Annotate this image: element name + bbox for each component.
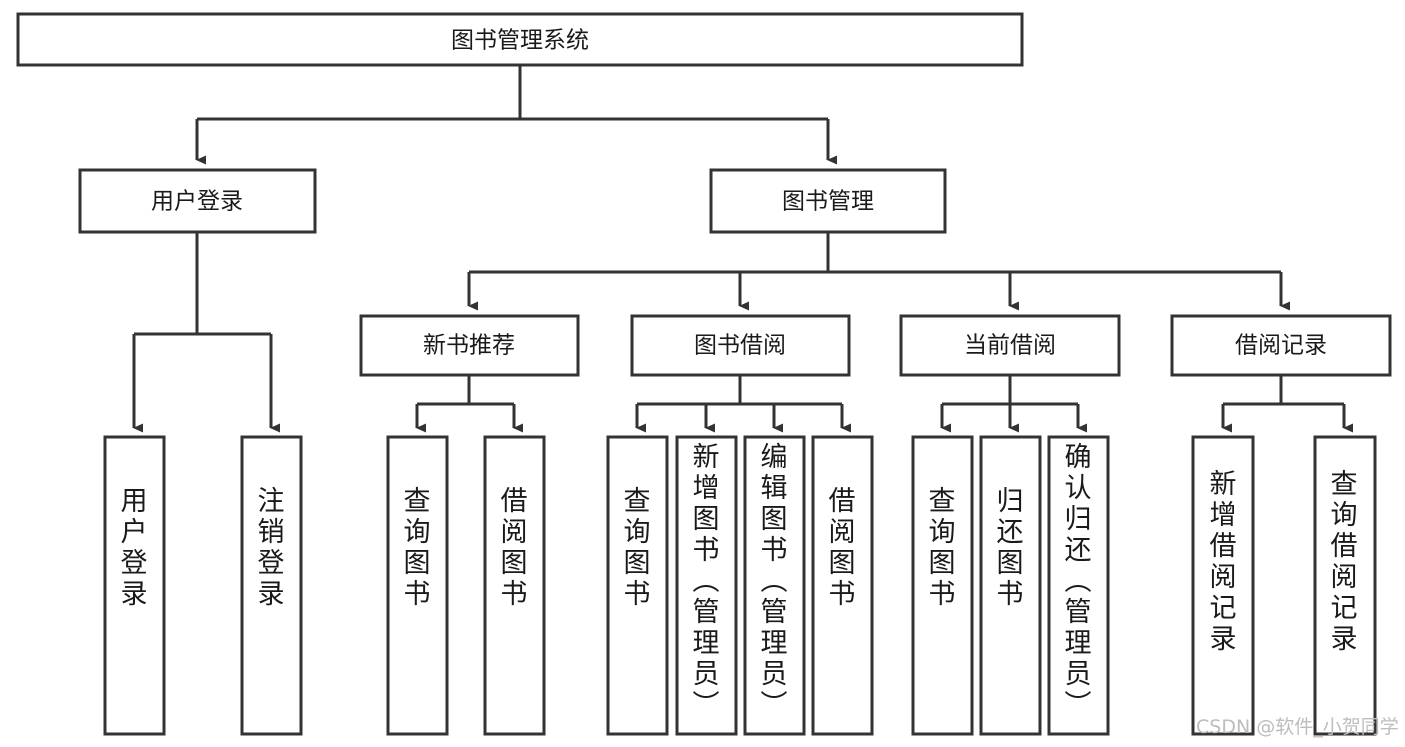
node-user-login-label: 用户登录 (151, 189, 243, 215)
connector-group-user-login-to-leaves (132, 232, 280, 433)
node-leaf-query-book-1-label: 查询图书 (404, 486, 431, 610)
node-book-manage-label: 图书管理 (782, 189, 874, 215)
node-leaf-borrow-book-2-box[interactable] (811, 435, 874, 736)
node-leaf-borrow-book-2[interactable]: 借阅图书 (811, 435, 874, 736)
node-borrow-record-box[interactable] (1170, 314, 1392, 377)
node-leaf-add-book-label: 新增图书︵管理员︶ (693, 442, 720, 721)
csdn-watermark: CSDN @软件_小贺同学 (1196, 716, 1399, 738)
node-current-borrow-label: 当前借阅 (964, 333, 1056, 359)
node-root-box[interactable] (16, 12, 1024, 67)
node-leaf-user-login[interactable]: 用户登录 (103, 435, 166, 736)
node-root-label: 图书管理系统 (451, 28, 589, 54)
node-user-login[interactable]: 用户登录 (78, 168, 317, 234)
node-leaf-query-book-3[interactable]: 查询图书 (911, 435, 974, 736)
node-leaf-query-book-1[interactable]: 查询图书 (386, 435, 449, 736)
node-leaf-return-book[interactable]: 归还图书 (979, 435, 1042, 736)
node-leaf-add-record-box[interactable] (1191, 435, 1255, 736)
connector-group-book-borrow-to-leaves (635, 375, 851, 433)
node-new-book-rec[interactable]: 新书推荐 (359, 314, 580, 377)
connector-group-new-book-rec-to-leaves (415, 375, 523, 433)
node-borrow-record[interactable]: 借阅记录 (1170, 314, 1392, 377)
node-book-borrow[interactable]: 图书借阅 (630, 314, 851, 377)
node-leaf-query-record[interactable]: 查询借阅记录 (1313, 435, 1377, 736)
node-leaf-confirm-return[interactable]: 确认归还︵管理员︶ (1047, 435, 1110, 736)
node-leaf-query-book-3-box[interactable] (911, 435, 974, 736)
node-leaf-return-book-box[interactable] (979, 435, 1042, 736)
node-leaf-add-book[interactable]: 新增图书︵管理员︶ (675, 435, 738, 736)
node-new-book-rec-box[interactable] (359, 314, 580, 377)
node-leaf-query-book-3-label: 查询图书 (929, 486, 956, 610)
node-leaf-query-record-label: 查询借阅记录 (1331, 469, 1358, 655)
node-leaf-add-book-box[interactable] (675, 435, 738, 736)
node-leaf-query-book-2[interactable]: 查询图书 (606, 435, 669, 736)
node-leaf-add-record-label: 新增借阅记录 (1210, 469, 1237, 655)
node-root[interactable]: 图书管理系统 (16, 12, 1024, 67)
node-leaf-logout[interactable]: 注销登录 (240, 435, 303, 736)
node-book-manage-box[interactable] (709, 168, 947, 234)
node-leaf-query-book-2-label: 查询图书 (624, 486, 651, 610)
node-leaf-logout-box[interactable] (240, 435, 303, 736)
node-leaf-confirm-return-label: 确认归还︵管理员︶ (1065, 442, 1092, 721)
node-leaf-user-login-label: 用户登录 (121, 486, 148, 610)
node-new-book-rec-label: 新书推荐 (423, 333, 515, 359)
node-leaf-borrow-book-1-label: 借阅图书 (501, 486, 528, 610)
node-leaf-borrow-book-2-label: 借阅图书 (829, 486, 856, 610)
node-leaf-edit-book[interactable]: 编辑图书︵管理员︶ (743, 435, 806, 736)
connector-group-borrow-record-to-leaves (1221, 375, 1353, 433)
connector-group-root-to-level2 (195, 65, 837, 165)
node-leaf-return-book-label: 归还图书 (997, 486, 1024, 610)
node-borrow-record-label: 借阅记录 (1235, 333, 1327, 359)
connector-group-current-borrow-to-leaves (940, 375, 1087, 433)
node-leaf-user-login-box[interactable] (103, 435, 166, 736)
node-book-borrow-box[interactable] (630, 314, 851, 377)
node-leaf-borrow-book-1[interactable]: 借阅图书 (483, 435, 546, 736)
node-book-borrow-label: 图书借阅 (694, 333, 786, 359)
node-current-borrow-box[interactable] (899, 314, 1121, 377)
node-leaf-logout-label: 注销登录 (258, 486, 285, 610)
node-leaf-query-book-1-box[interactable] (386, 435, 449, 736)
node-book-manage[interactable]: 图书管理 (709, 168, 947, 234)
connector-group-book-manage-to-level3 (467, 232, 1290, 311)
node-leaf-add-record[interactable]: 新增借阅记录 (1191, 435, 1255, 736)
node-user-login-box[interactable] (78, 168, 317, 234)
node-current-borrow[interactable]: 当前借阅 (899, 314, 1121, 377)
node-leaf-confirm-return-box[interactable] (1047, 435, 1110, 736)
node-leaf-edit-book-box[interactable] (743, 435, 806, 736)
node-leaf-edit-book-label: 编辑图书︵管理员︶ (761, 442, 788, 721)
node-leaf-query-record-box[interactable] (1313, 435, 1377, 736)
node-leaf-borrow-book-1-box[interactable] (483, 435, 546, 736)
node-leaf-query-book-2-box[interactable] (606, 435, 669, 736)
